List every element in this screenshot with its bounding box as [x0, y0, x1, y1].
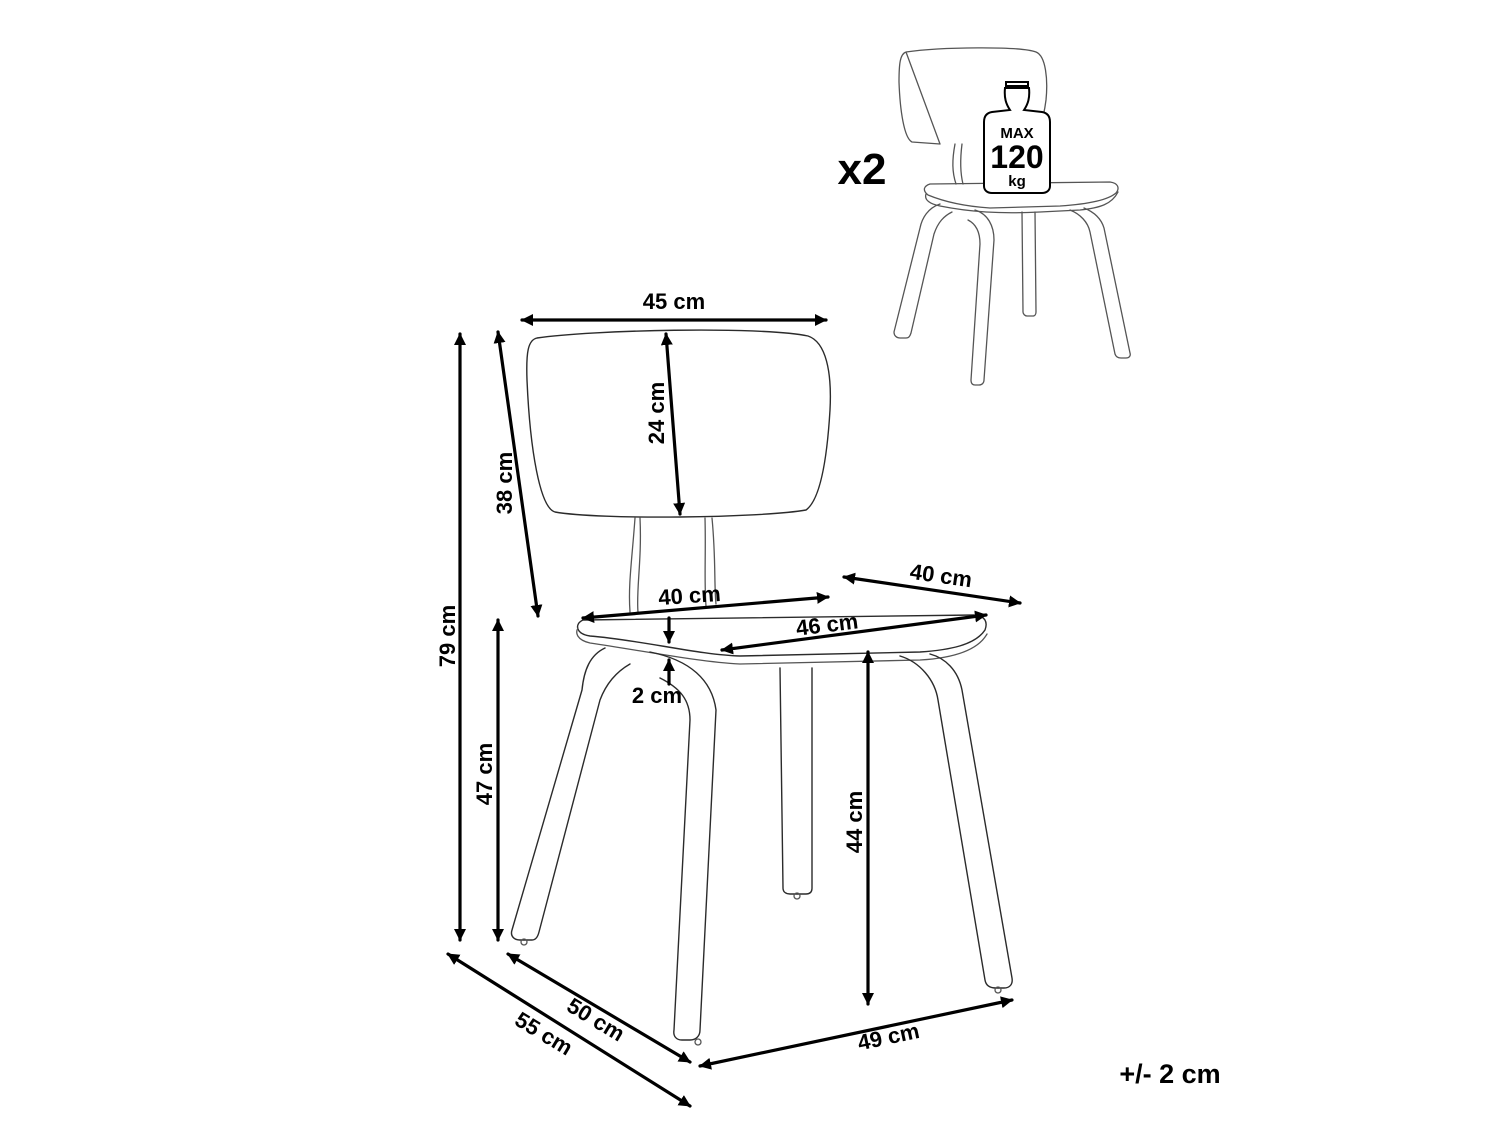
leg-front-left	[510, 647, 631, 941]
label-front-width: 49 cm	[855, 1018, 921, 1055]
main-chair	[510, 329, 1013, 1046]
foot-pad	[994, 986, 1002, 994]
seat-edge	[576, 627, 988, 665]
dim-line-seat-depth	[842, 572, 1022, 608]
dim-line-backrest-total	[493, 330, 543, 618]
label-backrest-total: 38 cm	[492, 452, 517, 514]
foot-pad	[793, 892, 801, 900]
leg-right	[899, 653, 1013, 989]
small-back-support	[952, 143, 964, 185]
back-support	[628, 517, 642, 613]
label-leg-height: 44 cm	[842, 791, 867, 853]
weight-max-label: MAX	[1000, 125, 1033, 142]
small-leg-back	[1021, 211, 1037, 317]
label-seat-back-width: 40 cm	[657, 581, 721, 610]
label-backrest-width: 45 cm	[643, 289, 705, 314]
weight-icon: MAX 120 kg	[983, 81, 1051, 194]
weight-unit: kg	[1008, 173, 1026, 190]
leg-back	[779, 667, 813, 895]
foot-pad	[520, 938, 528, 946]
label-seat-height: 47 cm	[472, 743, 497, 805]
weight-body	[983, 87, 1051, 194]
dimension-labels: 45 cm 24 cm 38 cm 79 cm 47 cm 44 cm 40 c…	[435, 289, 1221, 1089]
dimension-lines	[446, 314, 1022, 1108]
label-seat-thickness: 2 cm	[632, 683, 682, 708]
dim-line-seat-back-width	[581, 591, 830, 624]
dim-line-seat-front-width	[720, 610, 988, 655]
quantity-label: x2	[838, 145, 887, 194]
small-seat-edge	[924, 191, 1119, 214]
label-total-height: 79 cm	[435, 605, 460, 667]
label-tolerance: +/- 2 cm	[1119, 1059, 1220, 1089]
dim-line-front-width	[698, 996, 1014, 1070]
small-leg-left	[893, 203, 953, 339]
small-chair	[893, 47, 1131, 386]
dim-line-backrest-height	[660, 332, 686, 516]
weight-value: 120	[990, 139, 1043, 175]
small-leg-front	[967, 209, 995, 386]
small-leg-right	[1069, 207, 1131, 359]
label-seat-front-width: 46 cm	[795, 608, 860, 640]
weight-knob	[1005, 81, 1029, 87]
dim-line-depth-outer	[446, 952, 692, 1108]
foot-pad	[694, 1038, 702, 1046]
seat-outline	[576, 614, 987, 657]
label-backrest-height: 24 cm	[644, 382, 669, 444]
small-seat	[923, 181, 1119, 209]
leg-front-center	[649, 651, 717, 1041]
